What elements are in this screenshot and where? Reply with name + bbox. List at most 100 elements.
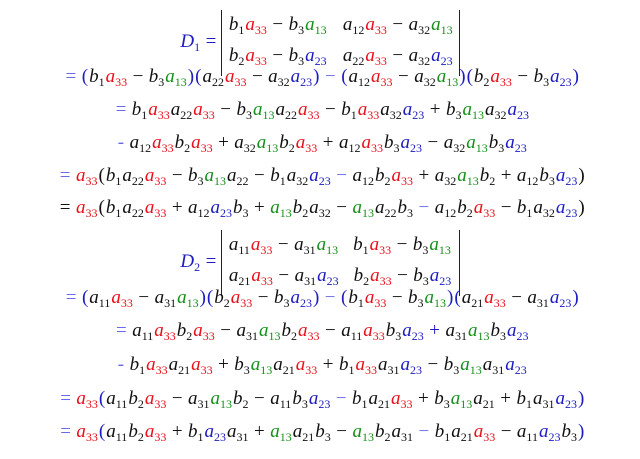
math-symbol: a33 — [191, 354, 213, 377]
math-symbol: b2 — [176, 320, 193, 343]
math-symbol: b2 — [128, 421, 144, 444]
operator: − — [418, 421, 430, 442]
math-symbol: b2 — [228, 45, 245, 68]
math-symbol: b3 — [148, 66, 165, 89]
math-symbol: a13 — [204, 165, 227, 188]
matrix-cell: b2a33−b3a23 — [353, 263, 453, 294]
parenthesis: ) — [447, 287, 454, 308]
math-symbol: b2 — [128, 388, 144, 411]
math-symbol: a33 — [484, 287, 506, 310]
math-symbol: a11 — [228, 234, 250, 257]
operator: + — [322, 132, 334, 153]
parenthesis: ) — [572, 66, 579, 87]
math-symbol: a23 — [305, 45, 327, 68]
math-symbol: a22 — [202, 66, 224, 89]
math-symbol: a11 — [270, 388, 292, 411]
math-symbol: a13 — [424, 287, 447, 310]
operator: − — [272, 45, 284, 66]
d1-step-reorder: =a33(b1a22a33+a12a23b3+a13b2a32−a13a22b3… — [0, 197, 640, 221]
math-symbol: a33 — [251, 265, 273, 288]
parenthesis: ( — [81, 66, 89, 87]
operator: − — [336, 197, 347, 218]
operator: − — [272, 14, 284, 35]
math-symbol: a32 — [286, 165, 309, 188]
math-symbol: a33 — [245, 45, 267, 68]
math-symbol: a13 — [316, 234, 339, 257]
math-symbol: a33 — [365, 45, 387, 68]
math-symbol: a23 — [538, 421, 561, 444]
math-symbol: a31 — [532, 388, 555, 411]
operator: − — [325, 99, 336, 120]
math-symbol: a31 — [294, 265, 317, 288]
parenthesis: ) — [199, 287, 206, 308]
math-symbol: b2 — [233, 388, 249, 411]
math-symbol: b3 — [412, 234, 429, 257]
math-symbol: a33 — [295, 354, 318, 377]
math-symbol: a33 — [363, 320, 385, 343]
math-symbol: b1 — [434, 421, 451, 444]
math-symbol: a33 — [298, 320, 320, 343]
matrix-cell: a11a33−a31a13 — [228, 232, 338, 263]
parenthesis: ( — [81, 287, 89, 308]
math-symbol: b2 — [457, 197, 473, 220]
operator: + — [171, 197, 183, 218]
math-symbol: a21 — [461, 287, 484, 310]
math-symbol: a13 — [466, 132, 488, 155]
math-symbol: b1 — [341, 99, 357, 122]
math-symbol: b1 — [270, 165, 286, 188]
math-symbol: b3 — [397, 197, 413, 220]
operator: = — [60, 421, 71, 442]
math-symbol: a11 — [341, 320, 363, 343]
math-symbol: a12 — [339, 132, 361, 155]
math-symbol: a33 — [144, 421, 167, 444]
math-symbol: b2 — [279, 132, 295, 155]
math-symbol: a23 — [507, 320, 529, 343]
math-symbol: a22 — [122, 197, 144, 220]
operator: + — [500, 388, 511, 409]
math-symbol: b3 — [443, 354, 460, 377]
math-symbol: b2 — [353, 265, 370, 288]
math-symbol: a13 — [431, 14, 453, 37]
math-symbol: b1 — [89, 66, 105, 89]
math-symbol: a13 — [436, 66, 459, 89]
parenthesis: ) — [577, 388, 585, 409]
math-symbol: b3 — [413, 265, 429, 288]
math-symbol: a32 — [443, 132, 466, 155]
math-symbol: a23 — [555, 165, 578, 188]
d2-step-reorder: =a33(a11b2a33+b1a23a31+a13a21b3−a13b2a31… — [0, 421, 640, 445]
math-symbol: a33 — [371, 66, 393, 89]
math-symbol: b2 — [174, 132, 191, 155]
matrix-cell: b2a33−b3a23 — [228, 43, 328, 74]
math-symbol: a23 — [549, 287, 572, 310]
math-symbol: a33 — [144, 388, 167, 411]
math-symbol: a13 — [253, 99, 275, 122]
math-symbol: b3 — [445, 99, 462, 122]
operator: − — [336, 421, 347, 442]
math-symbol: b1 — [353, 234, 369, 257]
math-symbol: a21 — [473, 388, 495, 411]
math-symbol: a33 — [105, 66, 128, 89]
math-symbol: b3 — [490, 320, 507, 343]
math-symbol: a23 — [431, 45, 453, 68]
math-symbol: a33 — [473, 421, 496, 444]
math-symbol: a23 — [505, 132, 527, 155]
math-symbol: b1 — [188, 421, 204, 444]
d1-step-multiply-cont: -a12a33b2a33+a32a13b2a33+a12a33b3a23−a32… — [0, 132, 640, 156]
math-symbol: a33 — [361, 132, 384, 155]
math-symbol: b3 — [385, 320, 402, 343]
operator: = — [60, 388, 71, 409]
operator: − — [335, 388, 347, 409]
math-symbol: D1 — [180, 31, 201, 54]
math-symbol: a33 — [245, 14, 267, 37]
operator: − — [325, 66, 336, 87]
math-symbol: a13 — [210, 388, 233, 411]
math-symbol: a12 — [352, 165, 374, 188]
math-symbol: b1 — [105, 165, 122, 188]
math-symbol: a33 — [193, 320, 215, 343]
math-symbol: a23 — [308, 388, 331, 411]
parenthesis: ( — [98, 197, 105, 218]
